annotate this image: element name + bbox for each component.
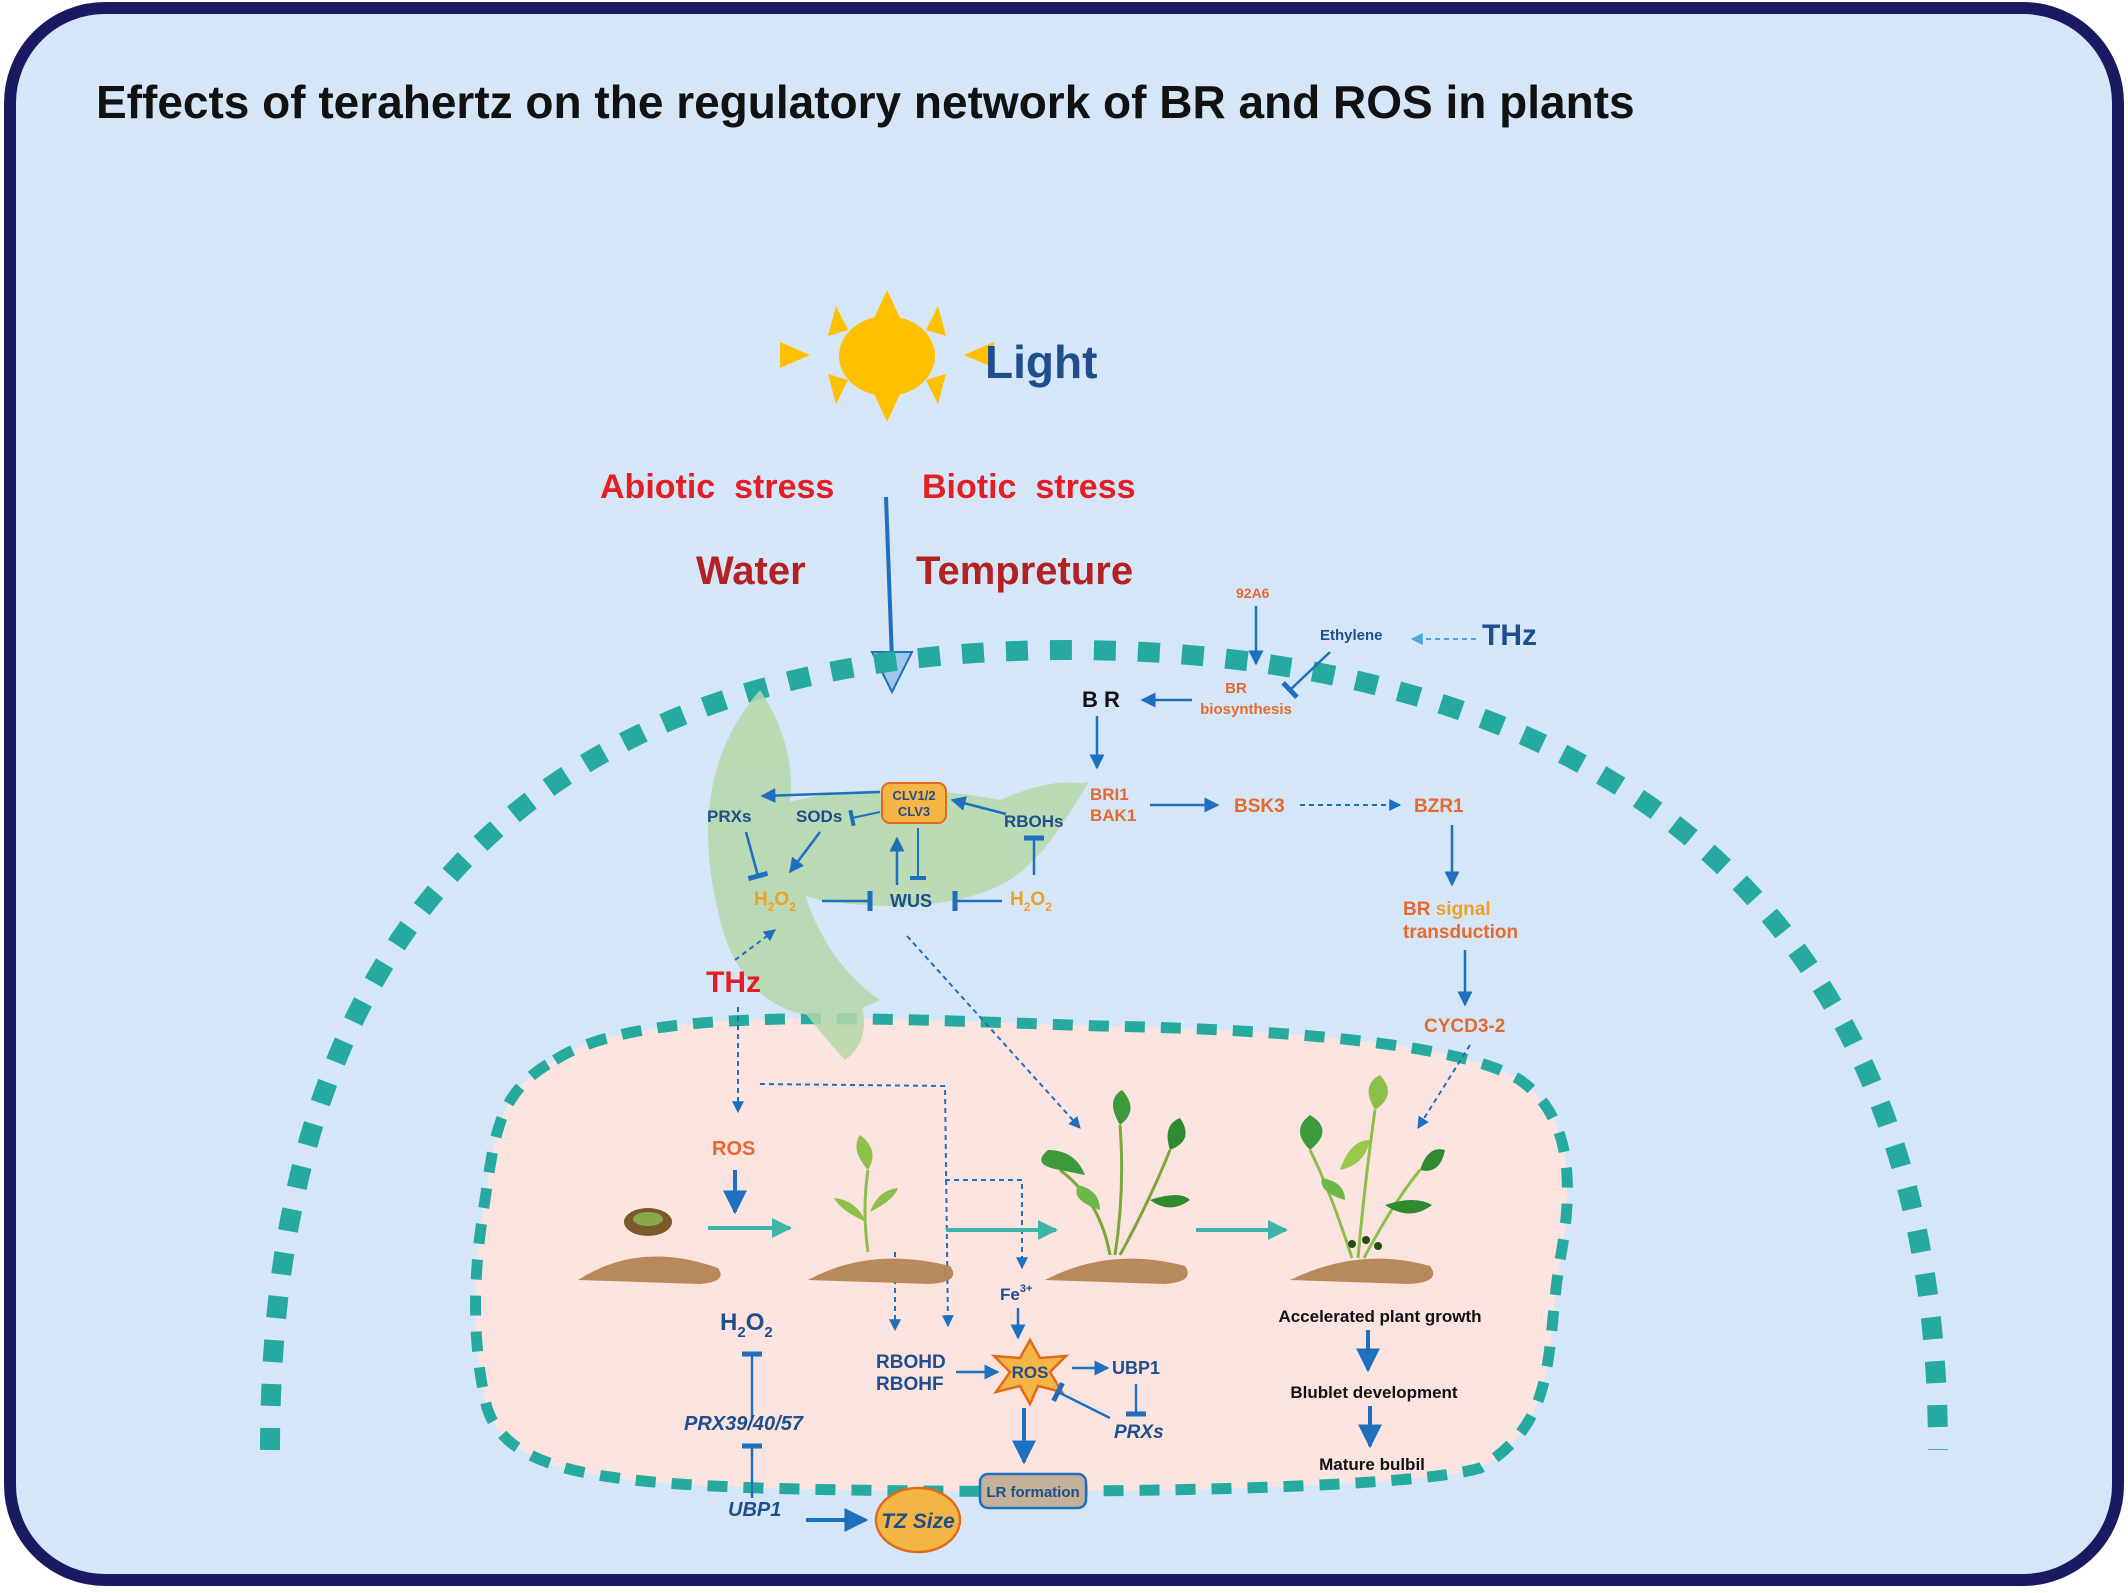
92a6-label: 92A6 — [1236, 585, 1270, 601]
ubp1-left-label: UBP1 — [728, 1499, 781, 1521]
prxs-leaf-label: PRXs — [707, 807, 751, 826]
mature-label: Mature bulbil — [1319, 1455, 1425, 1474]
prxs-cell-label: PRXs — [1114, 1422, 1164, 1443]
br-biosynthesis-line2: biosynthesis — [1200, 701, 1292, 718]
rbohf-label: RBOHF — [876, 1374, 944, 1395]
cell-boundary — [470, 1013, 1573, 1497]
biotic-stress-label: Biotic stress — [922, 468, 1136, 506]
leaf-network-edges — [734, 788, 1081, 1129]
br-label: B R — [1082, 687, 1120, 712]
seed-stage — [578, 1208, 721, 1284]
br-signal-line2: transduction — [1403, 922, 1518, 943]
bsk3-label: BSK3 — [1234, 796, 1285, 817]
sun-icon — [780, 290, 994, 422]
br-biosynthesis-line1: BR — [1225, 680, 1247, 697]
tz-size-label: TZ Size — [881, 1510, 955, 1533]
clv12-label: CLV1/2 — [892, 788, 935, 803]
ros-cell-label: ROS — [712, 1138, 755, 1160]
stress-arrow — [884, 496, 894, 661]
thz-br-label: THz — [1482, 619, 1537, 652]
bzr1-label: BZR1 — [1414, 796, 1464, 817]
thz-leaf-label: THz — [706, 966, 761, 999]
lr-formation-label: LR formation — [986, 1484, 1079, 1501]
ethylene-label: Ethylene — [1320, 627, 1383, 644]
prxs-inhibits-ros — [1051, 1381, 1111, 1420]
growth-label: Accelerated plant growth — [1278, 1307, 1481, 1326]
h2o2-leaf-right: H2O2 — [1010, 889, 1052, 914]
bri1-label: BRI1 — [1090, 785, 1129, 804]
young-plant-stage — [1041, 1090, 1190, 1284]
clv3-label: CLV3 — [898, 804, 930, 819]
tz-size-oval — [874, 1486, 962, 1554]
fe3-label: Fe3+ — [1000, 1283, 1032, 1304]
dome-boundary — [260, 639, 1948, 1451]
sprout-stage — [808, 1135, 954, 1284]
h2o2-cell: H2O2 — [720, 1309, 773, 1341]
cycd3-label: CYCD3-2 — [1424, 1016, 1505, 1037]
prx-label: PRX39/40/57 — [684, 1413, 804, 1435]
rbohd-label: RBOHD — [876, 1352, 946, 1373]
mature-plant-stage — [1290, 1075, 1445, 1284]
lr-formation-box — [978, 1472, 1088, 1510]
abiotic-stress-label: Abiotic stress — [600, 468, 834, 506]
blublet-label: Blublet development — [1290, 1383, 1458, 1402]
br-signal-line1: BR signal — [1403, 899, 1491, 920]
temperature-label: Tempreture — [916, 549, 1133, 593]
water-label: Water — [696, 549, 806, 593]
sods-leaf-label: SODs — [796, 807, 842, 826]
stage-arrows — [708, 1218, 1288, 1240]
br-pathway-edges — [1089, 606, 1476, 1130]
light-label: Light — [985, 336, 1097, 388]
clv-box — [881, 782, 947, 824]
rbohs-leaf-label: RBOHs — [1004, 812, 1064, 831]
ros-star-label: ROS — [1012, 1363, 1049, 1382]
ros-star-shape — [990, 1337, 1070, 1407]
h2o2-leaf-left: H2O2 — [754, 889, 796, 914]
ubp1-right-label: UBP1 — [1112, 1358, 1160, 1378]
page-title: Effects of terahertz on the regulatory n… — [96, 76, 1635, 128]
wus-label: WUS — [890, 891, 932, 911]
bak1-label: BAK1 — [1090, 806, 1136, 825]
